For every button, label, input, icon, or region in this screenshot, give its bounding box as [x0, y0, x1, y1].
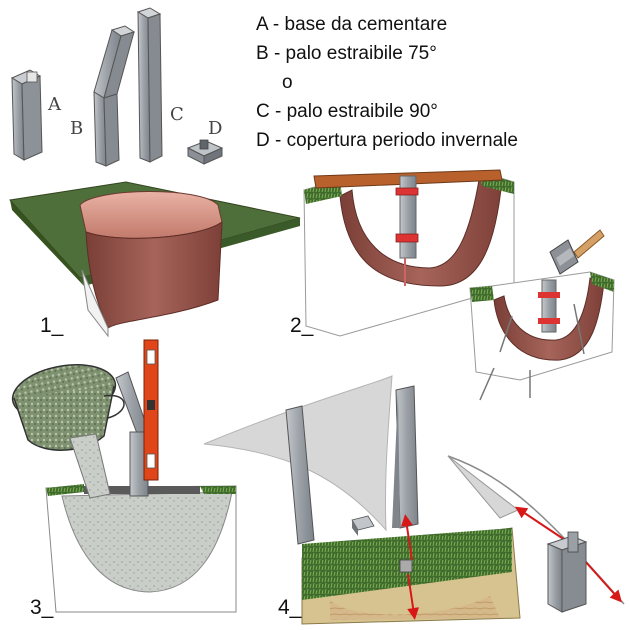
part-b-pole-75-icon — [93, 25, 136, 167]
bucket-icon — [11, 364, 125, 499]
part-label-d: D — [208, 118, 223, 139]
legend-item-c: C - palo estraibile 90° — [256, 101, 438, 122]
hammer-icon — [549, 229, 605, 275]
step-number-1: 1_ — [40, 314, 64, 337]
part-a-base-icon — [10, 69, 43, 161]
part-label-b: B — [70, 118, 84, 139]
part-d-winter-cover-icon — [186, 139, 224, 165]
step-number-4: 4_ — [278, 596, 302, 619]
step-3-pouring-illustration — [11, 339, 237, 613]
step-number-3: 3_ — [30, 596, 54, 619]
part-c-pole-90-icon — [136, 7, 163, 163]
step-1-excavation-illustration — [9, 181, 301, 338]
part-label-c: C — [170, 104, 184, 125]
legend: A - base da cementare B - palo estraibil… — [256, 10, 518, 155]
step-4-installation-illustration — [203, 375, 625, 625]
cover-d-icon — [351, 515, 375, 536]
step-number-2: 2_ — [290, 314, 314, 337]
step-2b-hammering-illustration — [469, 229, 615, 401]
step-2-positioning-illustration — [303, 169, 515, 337]
legend-item-d: D - copertura periodo invernale — [256, 130, 518, 151]
spirit-level-icon — [143, 339, 159, 481]
legend-or: o — [282, 72, 293, 93]
part-label-a: A — [48, 94, 61, 115]
legend-item-b: B - palo estraibile 75° — [256, 43, 437, 64]
legend-item-a: A - base da cementare — [256, 14, 448, 35]
